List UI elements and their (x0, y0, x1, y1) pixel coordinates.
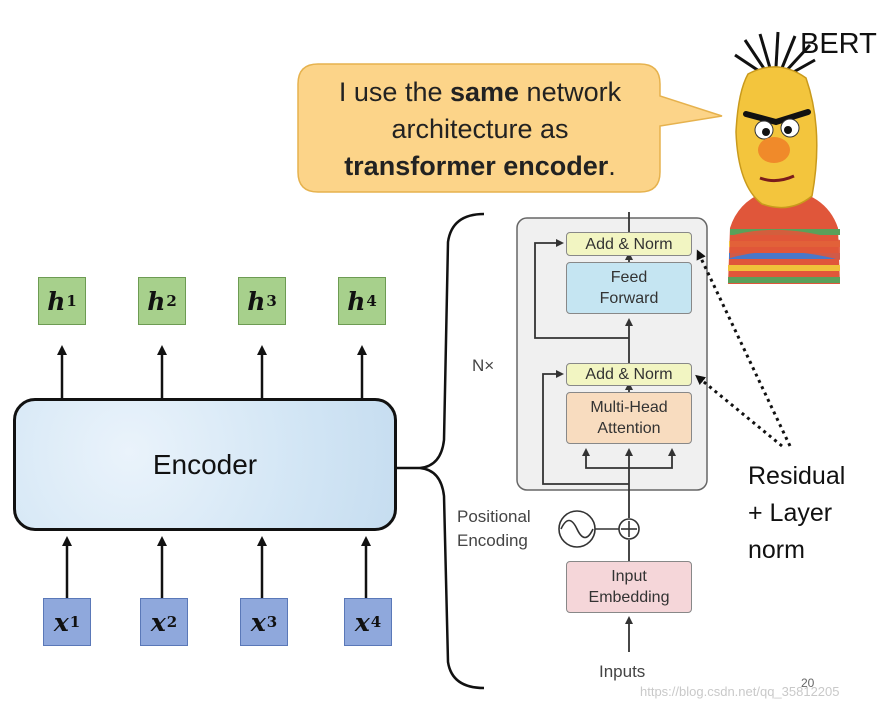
inputs-label: Inputs (599, 662, 646, 681)
speech-line-1: I use the same network (300, 74, 660, 111)
input-symbol: x (250, 607, 266, 637)
input-arrows (62, 536, 371, 598)
output-index: 4 (366, 292, 377, 310)
residual-pointer-lines (695, 249, 792, 448)
input-embedding-block: Input Embedding (566, 561, 692, 613)
nx-label: N× (472, 356, 495, 375)
positional-encoding-label: Positional Encoding (457, 505, 531, 553)
input-index: 3 (266, 613, 278, 631)
annotation-line-1: Residual (748, 462, 846, 490)
encoder-layer-box (516, 217, 708, 491)
output-index: 3 (266, 292, 277, 310)
add-norm-bottom-block: Add & Norm (566, 363, 692, 386)
feed-forward-block: Feed Forward (566, 262, 692, 314)
feed-forward-label-1: Feed (610, 269, 648, 286)
multi-head-attention-block: Multi-Head Attention (566, 392, 692, 444)
speech-text-part: network (519, 77, 622, 107)
mha-label-2: Attention (597, 420, 661, 437)
speech-bubble-text: I use the same network architecture as t… (300, 74, 660, 185)
add-norm-top-block: Add & Norm (566, 232, 692, 256)
speech-text-part: . (608, 151, 616, 181)
output-symbol: h (47, 286, 66, 316)
speech-line-3: transformer encoder. (300, 148, 660, 185)
input-index: 2 (166, 613, 178, 631)
output-symbol: h (247, 286, 266, 316)
emphasis-transformer-encoder: transformer encoder (344, 151, 609, 181)
input-symbol: x (150, 607, 166, 637)
speech-bubble (297, 63, 723, 193)
output-symbol: h (147, 286, 166, 316)
output-arrows (57, 345, 367, 398)
input-symbol: x (354, 607, 370, 637)
output-index: 1 (66, 292, 77, 310)
page-number: 20 (801, 676, 815, 690)
annotation-line-2: + Layer (748, 499, 833, 527)
output-symbol: h (347, 286, 366, 316)
output-index: 2 (166, 292, 177, 310)
bert-label: BERT (800, 28, 877, 60)
watermark: https://blog.csdn.net/qq_35812205 (640, 684, 840, 699)
feed-forward-label-2: Forward (599, 290, 659, 307)
input-index: 4 (370, 613, 382, 631)
speech-text-part: I use the (338, 77, 450, 107)
residual-layer-norm-annotation: Residual + Layer norm (748, 458, 845, 569)
input-embedding-label-1: Input (611, 568, 647, 585)
emphasis-same: same (449, 77, 520, 107)
input-index: 1 (69, 613, 81, 631)
encoder-block: Encoder (13, 398, 397, 531)
speech-line-2: architecture as (391, 114, 569, 144)
input-embedding-label-2: Embedding (588, 589, 670, 606)
positional-encoding-line-1: Positional (457, 507, 531, 526)
bert-character-illustration (728, 31, 840, 284)
input-symbol: x (53, 607, 69, 637)
annotation-line-3: norm (748, 536, 805, 564)
mha-label-1: Multi-Head (590, 399, 668, 416)
positional-encoding-line-2: Encoding (457, 531, 528, 550)
